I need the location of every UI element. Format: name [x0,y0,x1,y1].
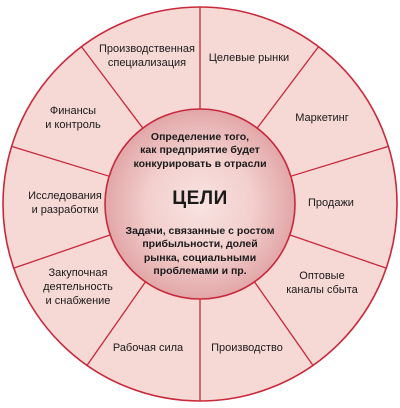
segment-divider [288,145,389,178]
segment-label-sales: Продажи [308,196,354,209]
segment-divider [11,145,112,178]
center-definition-text: Определение того, как предприятие будет … [133,130,267,170]
segment-divider [287,233,387,269]
center-tasks-text: Задачи, связанные с ростом прибыльности,… [125,225,275,278]
segment-divider [13,233,113,269]
segment-label-finance-control: Финансы и контроль [45,104,101,131]
segment-label-labor-force: Рабочая сила [112,341,184,354]
segment-divider [80,46,145,131]
segment-label-production-specialization: Производственная специализация [99,42,195,69]
segment-label-procurement: Закупочная деятельность и снабжение [43,266,113,308]
segment-divider [86,279,148,366]
segment-dividers [11,7,389,401]
segment-label-production: Производство [211,341,283,354]
segment-label-target-markets: Целевые рынки [208,51,290,64]
segment-divider [252,279,314,366]
segment-label-marketing: Маркетинг [295,111,349,124]
segment-divider [255,46,320,131]
center-title: ЦЕЛИ [172,187,228,209]
center-circle [104,108,296,300]
segment-label-research-development: Исследования и разработки [28,189,102,216]
segment-label-wholesale-channels: Оптовые каналы сбыта [286,269,358,296]
